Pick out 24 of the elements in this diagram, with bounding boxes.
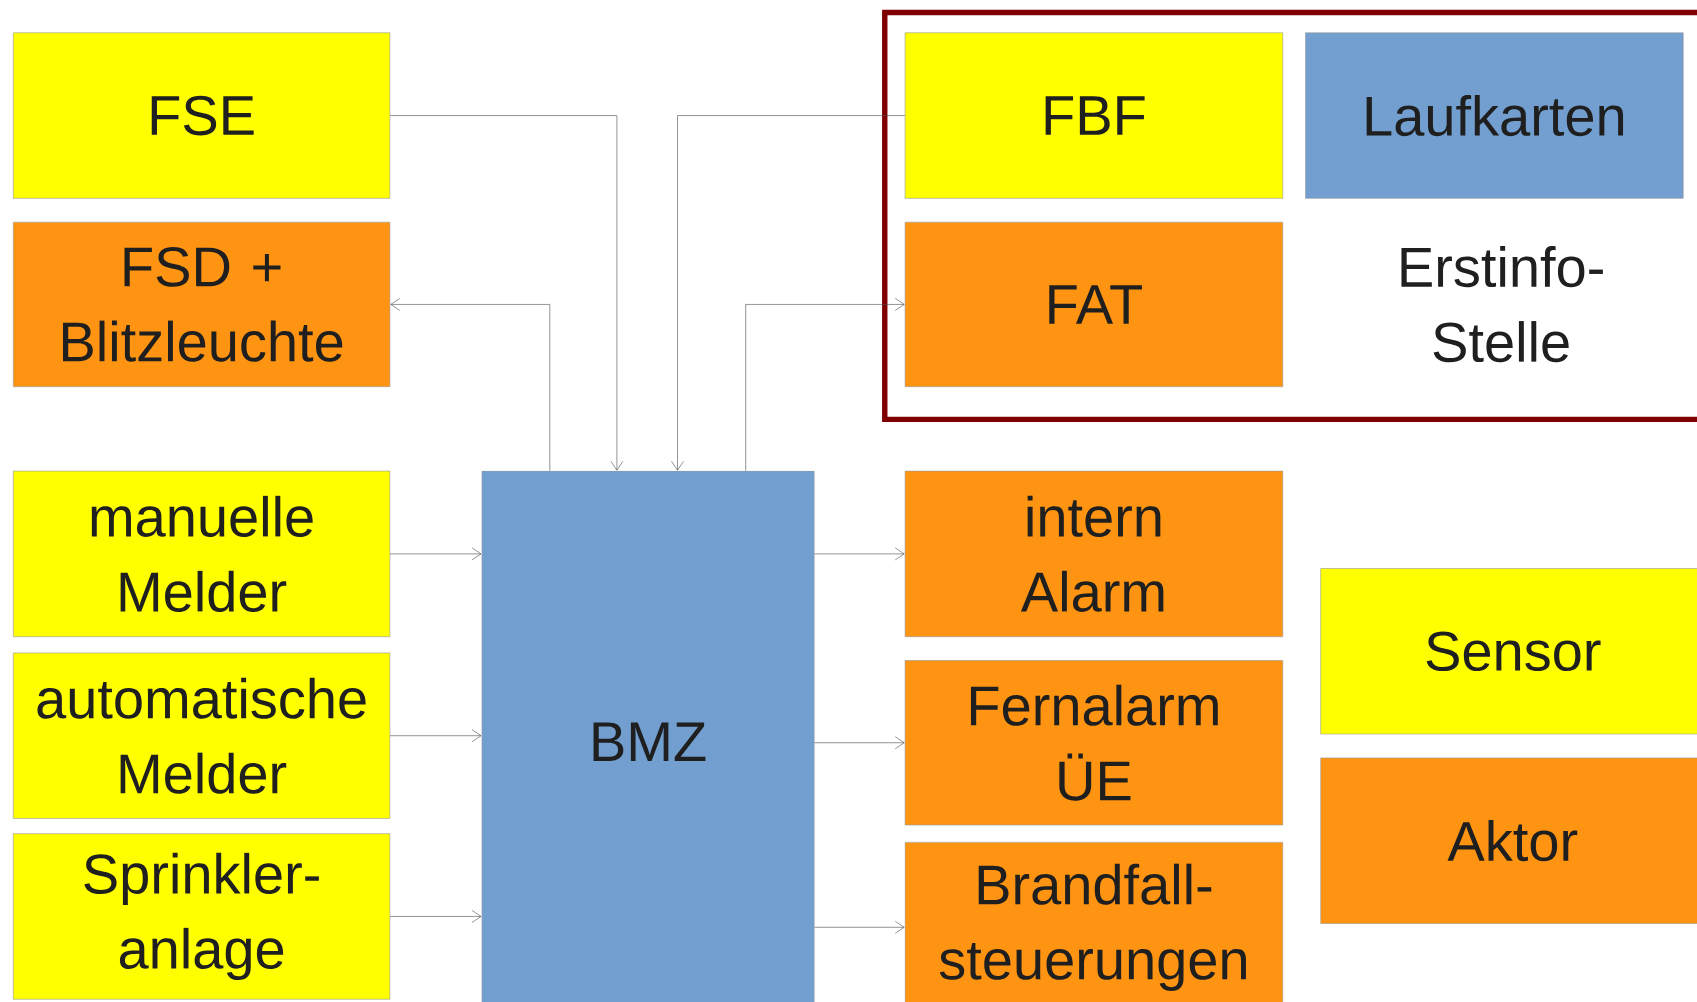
actuator-box: intern Alarm bbox=[904, 470, 1284, 637]
arrow bbox=[814, 736, 905, 750]
sensor-box: Sprinkler- anlage bbox=[13, 833, 391, 1000]
arrow bbox=[671, 115, 906, 471]
sensor-box: Sensor bbox=[1320, 568, 1697, 735]
sensor-box: FBF bbox=[904, 32, 1284, 199]
actuator-box: Fernalarm ÜE bbox=[904, 660, 1284, 826]
sensor-box: automatische Melder bbox=[13, 652, 391, 819]
actuator-box: Aktor bbox=[1320, 757, 1697, 924]
arrow bbox=[814, 547, 905, 561]
arrow bbox=[745, 298, 905, 472]
arrow bbox=[389, 115, 624, 471]
sensor-box: FSE bbox=[13, 32, 391, 199]
actuator-box: Brandfall- steuerungen bbox=[904, 842, 1284, 1002]
process-box: Laufkarten bbox=[1305, 32, 1684, 199]
actuator-box: FAT bbox=[904, 221, 1284, 387]
arrow bbox=[389, 910, 482, 923]
sensor-box: manuelle Melder bbox=[13, 470, 391, 637]
arrow bbox=[814, 921, 905, 934]
arrow bbox=[389, 729, 482, 742]
arrow bbox=[390, 298, 551, 472]
actuator-box: FSD + Blitzleuchte bbox=[13, 221, 391, 387]
process-box: BMZ bbox=[481, 470, 815, 1002]
arrow bbox=[389, 547, 482, 561]
